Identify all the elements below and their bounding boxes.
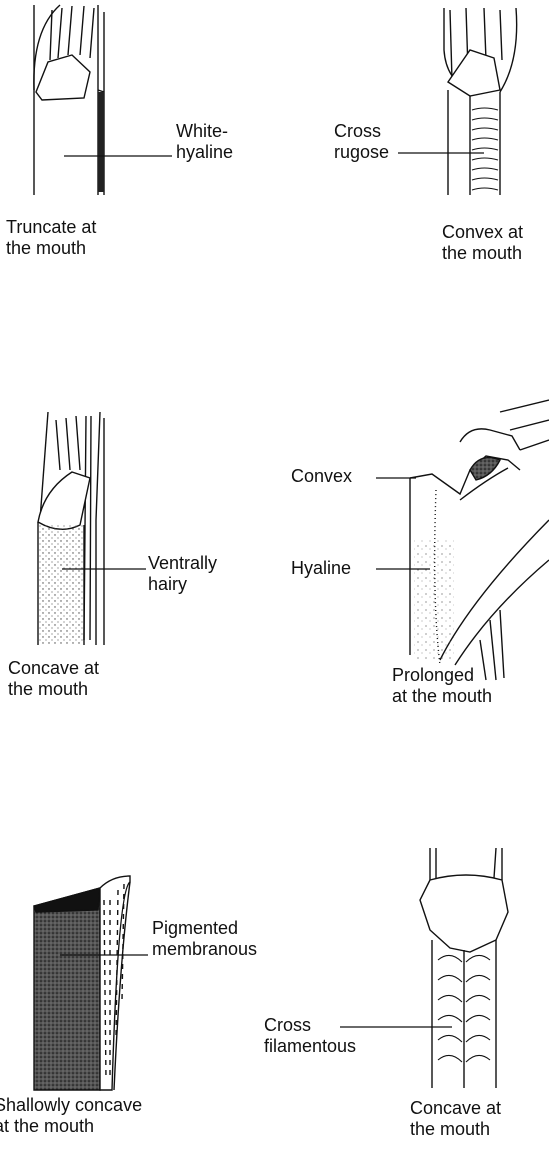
prolonged-ligule-drawing: [410, 400, 549, 680]
caption-concave-filament: Concave at the mouth: [410, 1098, 501, 1140]
caption-shallow: Shallowly concave at the mouth: [0, 1095, 142, 1137]
caption-convex: Convex at the mouth: [442, 222, 523, 264]
truncate-ligule-drawing: [34, 5, 104, 195]
callout-cross-filamentous: Cross filamentous: [264, 1015, 356, 1057]
callout-white-hyaline: White- hyaline: [176, 121, 233, 163]
callout-convex: Convex: [291, 466, 352, 487]
concave-hairy-ligule-drawing: [38, 412, 104, 645]
convex-ligule-drawing: [444, 8, 517, 195]
caption-truncate: Truncate at the mouth: [6, 217, 96, 259]
concave-filament-ligule-drawing: [420, 848, 508, 1088]
callout-cross-rugose: Cross rugose: [334, 121, 389, 163]
caption-prolonged: Prolonged at the mouth: [392, 665, 492, 707]
callout-pigmented-membranous: Pigmented membranous: [152, 918, 257, 960]
callout-hyaline: Hyaline: [291, 558, 351, 579]
caption-concave-hairy: Concave at the mouth: [8, 658, 99, 700]
callout-ventrally-hairy: Ventrally hairy: [148, 553, 217, 595]
shallow-ligule-drawing: [34, 876, 130, 1090]
